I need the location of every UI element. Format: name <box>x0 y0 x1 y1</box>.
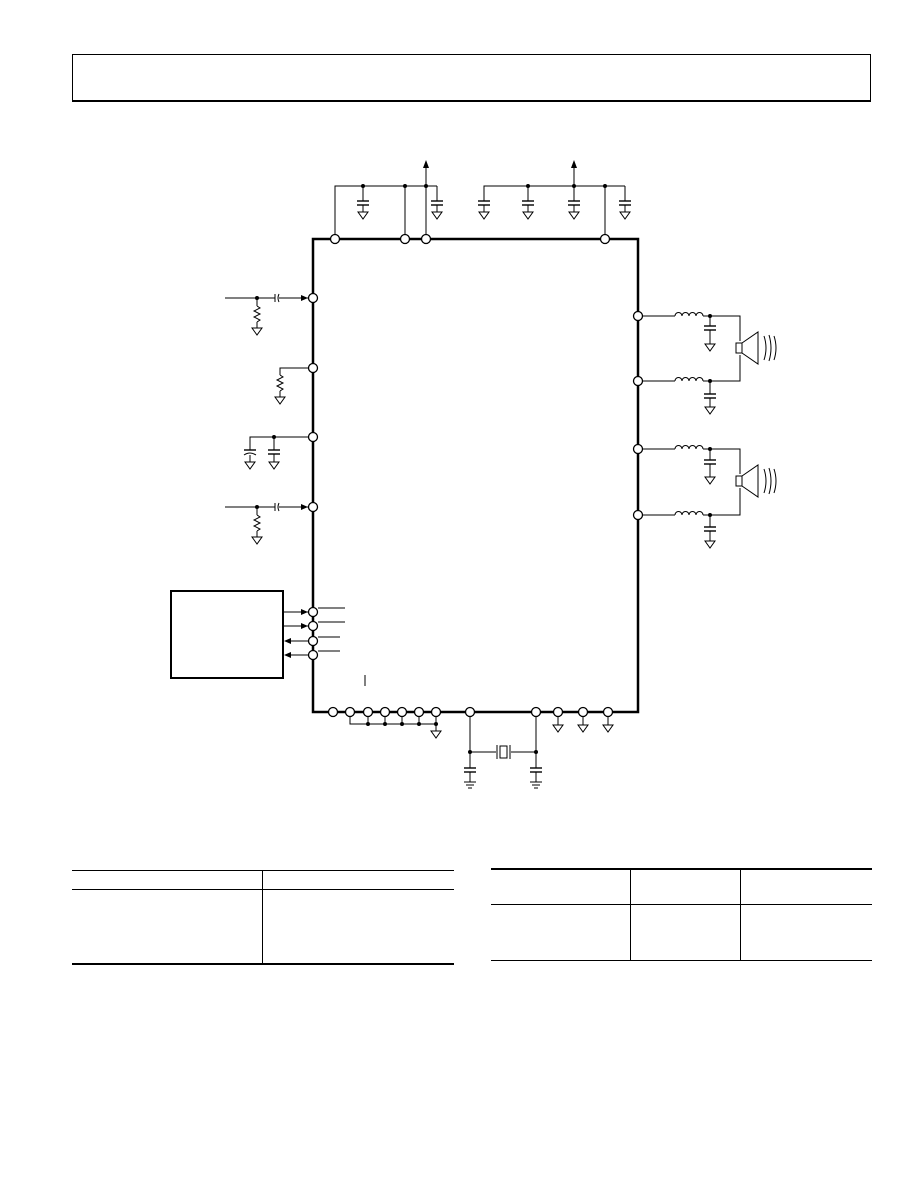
top-ground-symbols <box>357 211 631 220</box>
table-header-row <box>491 868 872 905</box>
top-decoupling-capacitors <box>356 200 632 206</box>
left-input-network-2 <box>225 502 308 537</box>
left-resistor-network <box>275 367 313 397</box>
supply-arrows <box>423 160 577 168</box>
table-header-cell <box>740 868 872 905</box>
table-header-cell <box>630 868 741 905</box>
table-cell <box>630 904 741 961</box>
table-cell <box>72 889 263 965</box>
page-header-box <box>72 54 871 102</box>
ic-pins <box>307 233 644 718</box>
speaker-output-1 <box>638 312 777 407</box>
right-table <box>491 868 872 961</box>
bottom-network <box>349 712 609 789</box>
table-cell <box>491 904 631 961</box>
control-bus-arrows <box>284 609 308 658</box>
table-header-cell <box>262 870 454 890</box>
bottom-junctions <box>366 722 538 754</box>
table-header-cell <box>72 870 263 890</box>
left-input-network-1 <box>225 293 308 328</box>
speaker-output-2 <box>638 445 777 541</box>
table-cell <box>740 904 872 961</box>
microcontroller-block <box>170 590 284 679</box>
table-header-row <box>72 870 454 890</box>
table-row <box>491 904 872 961</box>
table-header-cell <box>491 868 631 905</box>
left-filter-network <box>243 436 313 462</box>
top-supply-network <box>334 166 626 239</box>
ic-body <box>311 237 640 714</box>
top-junctions <box>361 184 607 188</box>
control-bus <box>283 607 366 686</box>
table-cell <box>262 889 454 965</box>
left-table <box>72 870 454 965</box>
table-row <box>72 889 454 965</box>
